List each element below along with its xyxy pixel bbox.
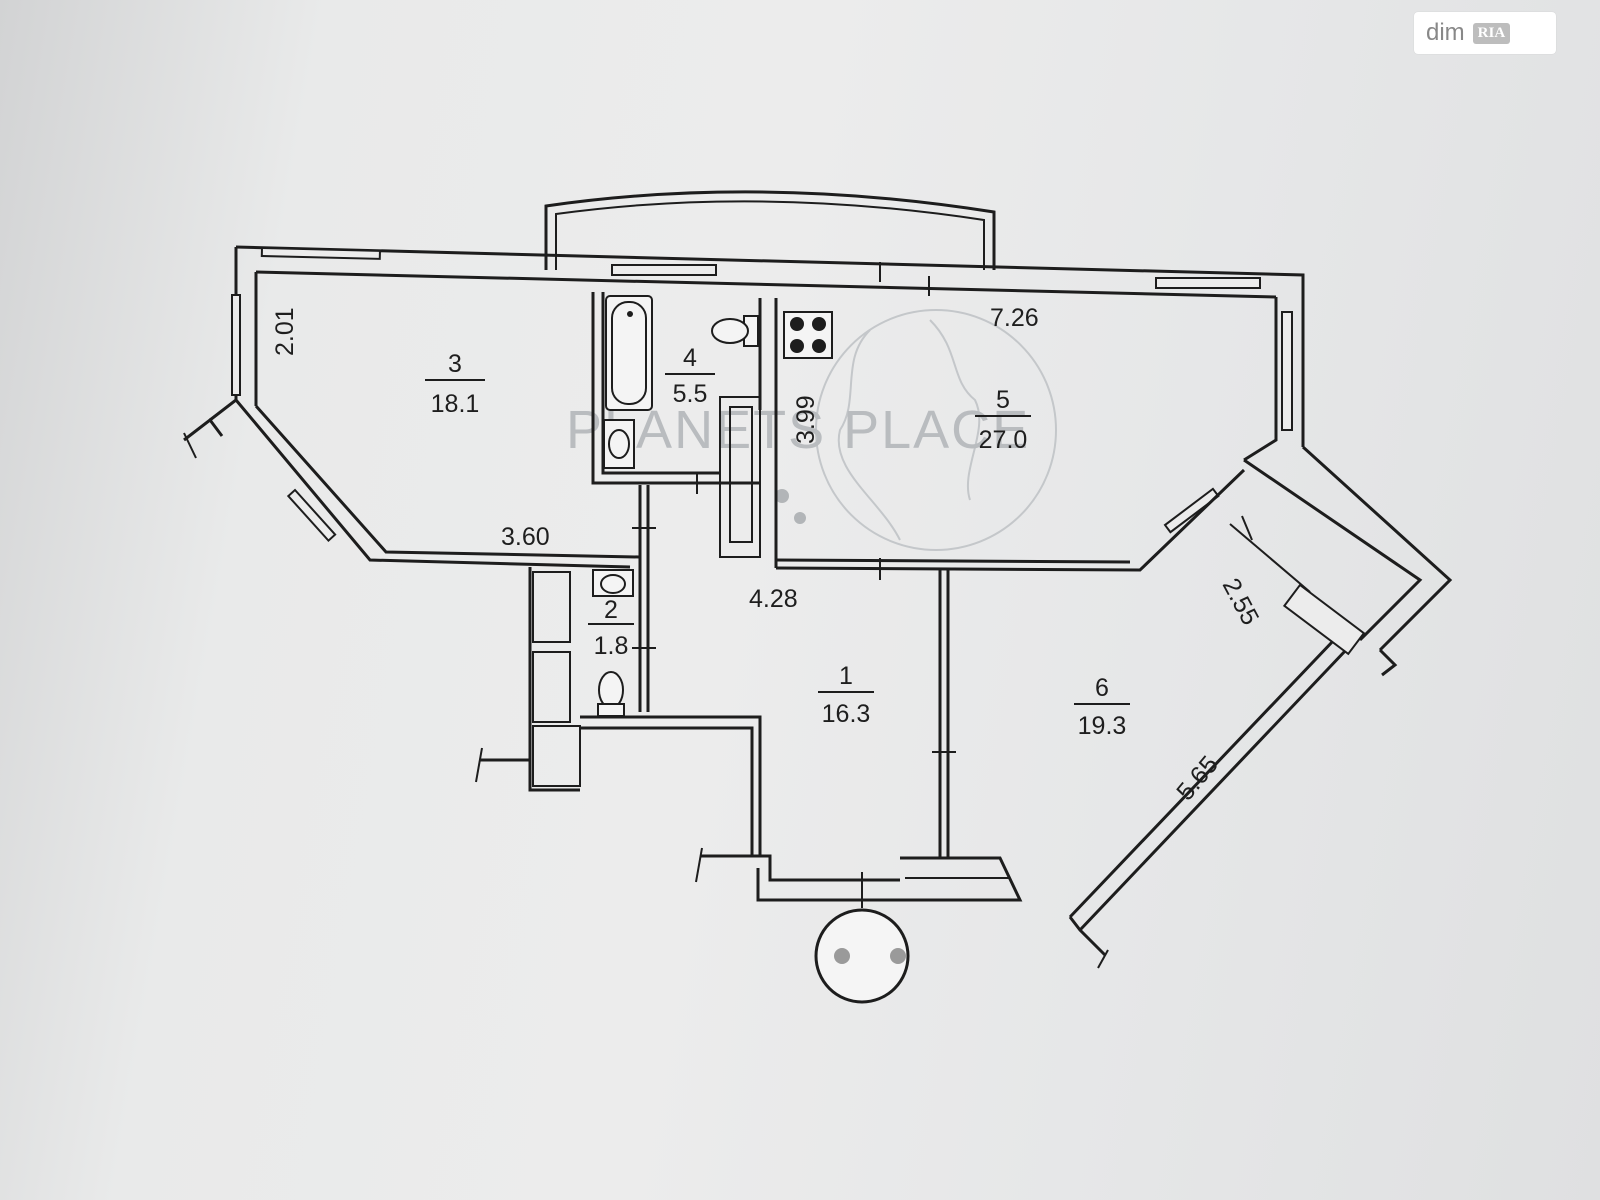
dimension-3-99: 3.99 bbox=[792, 395, 820, 444]
room-3-label: 3 18.1 bbox=[425, 350, 485, 418]
svg-text:4: 4 bbox=[683, 344, 697, 372]
sink-icon bbox=[603, 419, 635, 469]
svg-text:19.3: 19.3 bbox=[1078, 712, 1127, 740]
watermark-globe-icon bbox=[775, 309, 1057, 551]
room-2-label: 2 1.8 bbox=[588, 596, 634, 660]
interior-walls bbox=[475, 292, 1246, 902]
dimension-5-65: 5.65 bbox=[1171, 751, 1224, 806]
room-1-label: 1 16.3 bbox=[818, 662, 874, 728]
entrance-marker bbox=[814, 908, 910, 1004]
svg-text:18.1: 18.1 bbox=[431, 390, 480, 418]
dimension-2-01: 2.01 bbox=[271, 307, 299, 356]
balcony bbox=[544, 190, 996, 270]
logo-brand: dim bbox=[1426, 19, 1465, 46]
room-5-label: 5 27.0 bbox=[975, 386, 1031, 454]
wc-toilet-icon bbox=[597, 671, 625, 717]
svg-text:5: 5 bbox=[996, 386, 1010, 414]
dim-ria-logo[interactable]: dim RIA bbox=[1414, 12, 1556, 54]
wc-sink-icon bbox=[592, 569, 634, 597]
outer-walls bbox=[183, 245, 1453, 969]
svg-text:16.3: 16.3 bbox=[822, 700, 871, 728]
svg-text:27.0: 27.0 bbox=[979, 426, 1028, 454]
bathtub-icon bbox=[605, 295, 653, 411]
dimension-2-55: 2.55 bbox=[1217, 574, 1265, 630]
svg-text:1: 1 bbox=[839, 662, 853, 690]
dimension-4-28: 4.28 bbox=[749, 585, 798, 613]
svg-text:6: 6 bbox=[1095, 674, 1109, 702]
windows bbox=[231, 246, 1366, 656]
door-markers bbox=[632, 262, 1311, 908]
fixtures bbox=[592, 295, 833, 717]
logo-sub: RIA bbox=[1472, 22, 1511, 44]
room-4-label: 4 5.5 bbox=[665, 344, 715, 408]
svg-text:5.5: 5.5 bbox=[673, 380, 708, 408]
dimension-7-26: 7.26 bbox=[990, 304, 1039, 332]
svg-text:1.8: 1.8 bbox=[594, 632, 629, 660]
toilet-icon bbox=[711, 315, 759, 347]
dimension-3-60: 3.60 bbox=[501, 523, 550, 551]
svg-text:2: 2 bbox=[604, 596, 618, 624]
svg-text:3: 3 bbox=[448, 350, 462, 378]
stove-icon bbox=[783, 311, 833, 359]
room-6-label: 6 19.3 bbox=[1074, 674, 1130, 740]
